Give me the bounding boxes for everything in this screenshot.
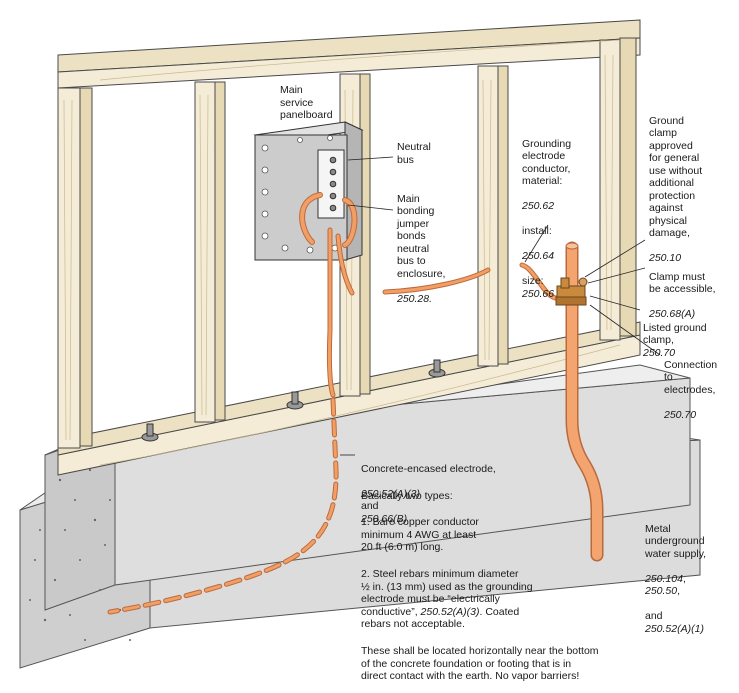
label-listed-clamp: Listed ground clamp, 250.70 xyxy=(643,309,707,359)
label-bonding-jumper: Main bonding jumper bonds neutral bus to… xyxy=(397,180,445,305)
label-concrete-electrode: Concrete-encased electrode, 250.52(A)(3)… xyxy=(361,450,496,525)
connection-text: Connection to electrodes, xyxy=(664,358,718,396)
clamp-accessible-text: Clamp must be accessible, xyxy=(649,270,716,296)
label-connection: Connection to electrodes, 250.70 xyxy=(664,346,717,421)
connection-ref: 250.70 xyxy=(664,408,697,421)
label-footer-note: These shall be located horizontally near… xyxy=(361,645,599,682)
label-panelboard: Main service panelboard xyxy=(280,84,333,121)
wood-grain xyxy=(63,39,621,466)
water-ref-b: 250.50 xyxy=(645,585,678,597)
gec-text3: size: xyxy=(522,275,544,287)
label-basically: Basically two types: xyxy=(361,490,453,502)
label-clamp-accessible: Clamp must be accessible, 250.68(A) xyxy=(649,258,716,321)
bonding-text: Main bonding jumper bonds neutral bus to… xyxy=(397,192,446,280)
concrete-ref-a: 250.52(A)(3) xyxy=(361,487,420,500)
concrete-ref-b: 250.66(B) xyxy=(361,512,408,525)
label-type2: 2. Steel rebars minimum diameter ½ in. (… xyxy=(361,568,533,631)
gec-ref3: 250.66 xyxy=(522,287,555,300)
water-ref-c: 250.52(A)(1) xyxy=(645,622,704,635)
label-gec: Grounding electrode conductor, material:… xyxy=(522,125,571,300)
water-pipe xyxy=(565,241,604,562)
gec-text1: Grounding electrode conductor, material: xyxy=(522,137,572,188)
concrete-speckles xyxy=(29,468,131,641)
gec-ref2: 250.64 xyxy=(522,250,555,262)
listed-clamp-ref: 250.70 xyxy=(643,346,676,359)
ground-clamp xyxy=(555,277,588,306)
label-neutral-bus: Neutral bus xyxy=(397,141,431,166)
bonding-ref: 250.28. xyxy=(397,292,433,305)
anchor-bolts xyxy=(141,359,446,442)
wood-frame xyxy=(57,19,641,476)
clamp-approved-ref: 250.10 xyxy=(649,252,682,264)
concrete-and: and xyxy=(361,500,379,512)
gec-ref1: 250.62 xyxy=(522,200,555,212)
gec-text2: install: xyxy=(522,225,552,237)
clamp-accessible-ref: 250.68(A) xyxy=(649,308,696,320)
type2-text-b: . Coated rebars not acceptable. xyxy=(361,605,520,631)
label-type1: 1. Bare copper conductor minimum 4 AWG a… xyxy=(361,516,479,553)
water-and: and xyxy=(645,610,663,622)
leader-lines xyxy=(340,156,661,456)
type2-ref: 250.52(A)(3) xyxy=(420,605,480,618)
water-text: Metal underground water supply, xyxy=(645,522,707,560)
label-water-supply: Metal underground water supply, 250.104,… xyxy=(645,522,707,635)
water-ref-a: 250.104 xyxy=(645,572,683,585)
clamp-approved-text: Ground clamp approved for general use wi… xyxy=(649,114,703,240)
concrete-text: Concrete-encased electrode, xyxy=(361,462,496,475)
label-clamp-approved: Ground clamp approved for general use wi… xyxy=(649,102,702,265)
type2-text: 2. Steel rebars minimum diameter ½ in. (… xyxy=(361,568,533,618)
listed-clamp-text: Listed ground clamp, xyxy=(643,321,707,347)
copper-conductors xyxy=(107,192,561,615)
